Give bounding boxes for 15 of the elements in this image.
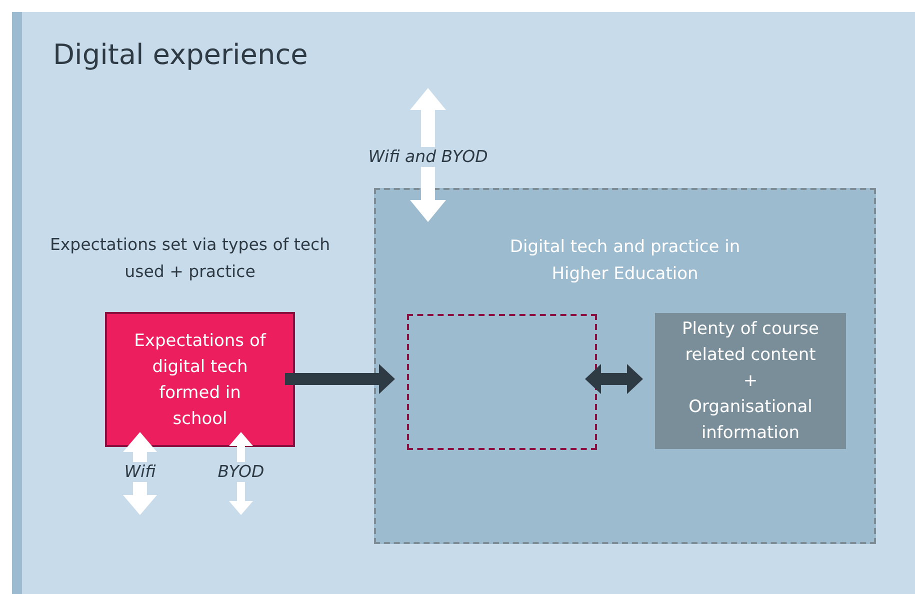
edge-label: BYOD (216, 462, 266, 482)
dashed-zone (374, 188, 876, 544)
panel-background (12, 12, 915, 594)
double-arrow (123, 432, 157, 515)
process-box (105, 312, 295, 447)
info-box (655, 313, 846, 449)
diagram-heading: Digital experience (53, 38, 308, 71)
box-text: Expectations of digital tech formed in school (133, 330, 268, 430)
dashed-box (407, 314, 597, 450)
note-text: Expectations set via types of tech used + practice (48, 234, 332, 283)
box-text: Plenty of course related content + Organisational information (681, 318, 820, 445)
double-arrow (285, 364, 395, 394)
double-arrow (410, 88, 446, 222)
zone-title: Digital tech and practice in Higher Education (508, 236, 742, 286)
double-arrow (585, 364, 643, 394)
